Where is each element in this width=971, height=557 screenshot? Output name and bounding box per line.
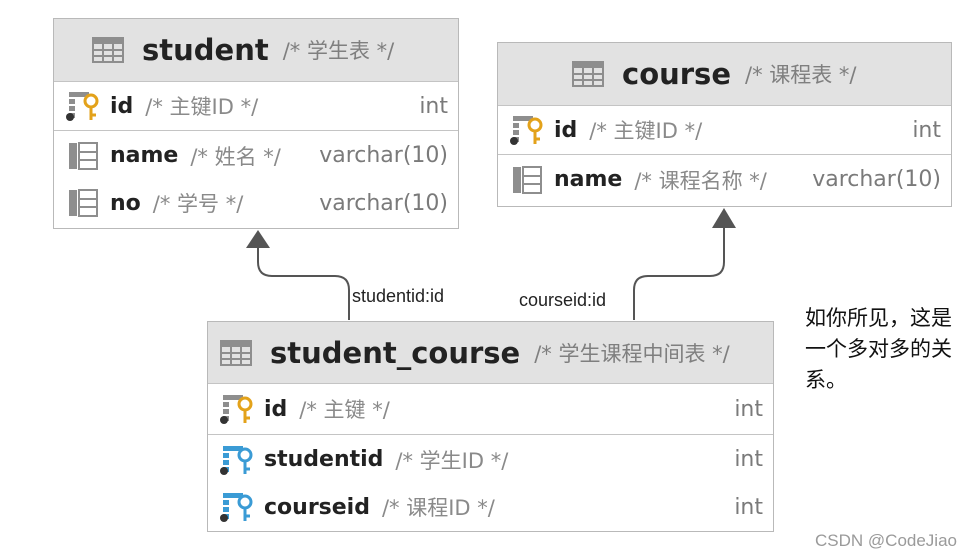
column-icon: [69, 189, 98, 217]
course-table-header[interactable]: course /* 课程表 */: [498, 43, 951, 106]
column-name: no: [110, 190, 141, 216]
table-comment: /* 学生课程中间表 */: [534, 341, 730, 366]
table-comment: /* 学生表 */: [282, 39, 395, 63]
column-row-courseid[interactable]: courseid /* 课程ID */ int: [208, 484, 773, 530]
table-icon: [572, 61, 604, 87]
table-name: course: [622, 57, 731, 91]
table-name: student: [142, 33, 269, 67]
studentid-to-student-line: [257, 246, 350, 320]
column-type: int: [734, 494, 763, 520]
column-row-id[interactable]: id /* 主键ID */ int: [54, 82, 458, 130]
courseid-arrowhead: [712, 208, 736, 228]
column-type: varchar(10): [319, 190, 448, 216]
watermark: CSDN @CodeJiao: [815, 531, 957, 550]
student-course-table[interactable]: student_course /* 学生课程中间表 */ id /* 主键 */…: [207, 321, 774, 532]
column-type: int: [912, 117, 941, 143]
column-row-studentid[interactable]: studentid /* 学生ID */ int: [208, 434, 773, 484]
annotation-note: 如你所见，这是一个多对多的关系。: [805, 306, 952, 392]
column-type: varchar(10): [319, 143, 448, 168]
column-name: courseid: [264, 494, 370, 520]
column-comment: /* 课程ID */: [381, 496, 495, 520]
column-row-name[interactable]: name /* 课程名称 */ varchar(10): [498, 154, 951, 204]
column-icon: [513, 165, 542, 194]
column-type: int: [734, 396, 763, 422]
studentid-arrowhead: [246, 230, 270, 248]
table-comment: /* 课程表 */: [745, 63, 857, 87]
courseid-to-course-line: [633, 226, 725, 320]
column-name: name: [110, 143, 179, 168]
column-row-id[interactable]: id /* 主键 */ int: [208, 384, 773, 434]
column-row-name[interactable]: name /* 姓名 */ varchar(10): [54, 130, 458, 180]
column-icon: [69, 141, 98, 170]
primary-key-icon: [220, 395, 253, 424]
column-comment: /* 主键ID */: [589, 119, 703, 143]
foreign-key-icon: [220, 445, 253, 475]
column-comment: /* 课程名称 */: [634, 168, 767, 193]
column-name: id: [264, 396, 288, 422]
column-comment: /* 姓名 */: [190, 144, 281, 169]
foreign-key-icon: [220, 493, 253, 522]
column-comment: /* 学号 */: [152, 192, 244, 216]
column-name: studentid: [264, 447, 384, 472]
connector-label-studentid: studentid:id: [352, 286, 445, 306]
column-name: id: [110, 93, 134, 119]
column-type: varchar(10): [812, 167, 941, 192]
column-comment: /* 学生ID */: [395, 448, 509, 473]
column-comment: /* 主键 */: [299, 398, 390, 422]
connector-label-courseid: courseid:id: [519, 290, 607, 310]
student-table[interactable]: student /* 学生表 */ id /* 主键ID */ int name…: [53, 18, 459, 229]
column-row-no[interactable]: no /* 学号 */ varchar(10): [54, 180, 458, 226]
table-icon: [92, 37, 124, 63]
student-table-header[interactable]: student /* 学生表 */: [54, 19, 458, 82]
student-course-table-header[interactable]: student_course /* 学生课程中间表 */: [208, 322, 773, 384]
column-name: name: [554, 167, 623, 192]
column-type: int: [419, 93, 448, 119]
column-comment: /* 主键ID */: [145, 95, 259, 119]
column-type: int: [734, 447, 763, 472]
primary-key-icon: [510, 116, 543, 145]
column-name: id: [554, 117, 578, 143]
table-name: student_course: [270, 335, 521, 370]
primary-key-icon: [66, 92, 99, 121]
column-row-id[interactable]: id /* 主键ID */ int: [498, 106, 951, 154]
course-table[interactable]: course /* 课程表 */ id /* 主键ID */ int name …: [497, 42, 952, 207]
table-icon: [220, 339, 252, 366]
